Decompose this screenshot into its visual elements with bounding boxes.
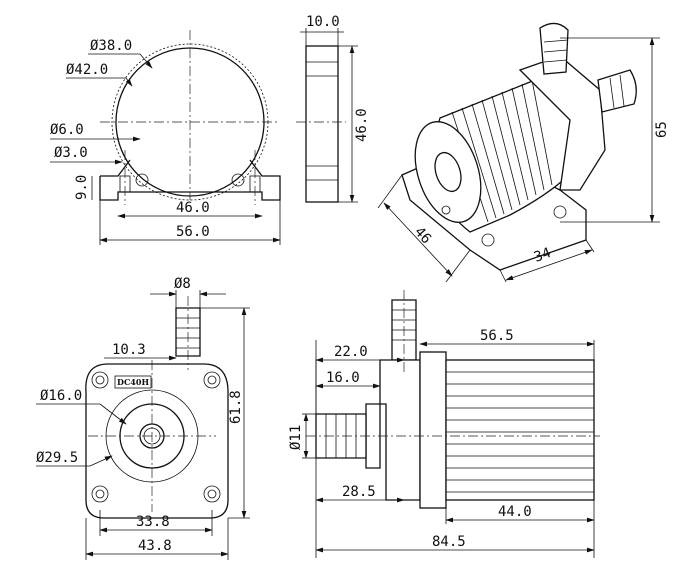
dim-length-34: 34 [532, 245, 553, 266]
dim-offset-10-3: 10.3 [112, 342, 146, 358]
dim-length-46: 46 [411, 224, 434, 247]
iso-inlet [434, 151, 462, 193]
dim-width-56: 56.0 [176, 224, 210, 240]
mount-hole-left [135, 173, 149, 187]
dim-dia-38: Ø38.0 [90, 38, 132, 54]
dim-height-65: 65 [654, 121, 670, 138]
iso-side-inlet [597, 69, 637, 113]
side-body [305, 45, 339, 203]
mount-hole-right [231, 173, 245, 187]
dim-dia-3: Ø3.0 [54, 145, 88, 161]
dim-dia-29-5: Ø29.5 [36, 450, 78, 466]
dim-width-46: 46.0 [176, 200, 210, 216]
dim-height-46: 46.0 [354, 108, 370, 142]
dim-length-16: 16.0 [326, 370, 360, 386]
dim-dia-8: Ø8 [174, 276, 191, 292]
dim-length-56-5: 56.5 [480, 328, 514, 344]
dim-dia-6: Ø6.0 [50, 122, 84, 138]
side-inlet-nozzle [315, 413, 367, 459]
dim-length-28-5: 28.5 [342, 484, 376, 500]
dim-length-84-5: 84.5 [432, 534, 466, 550]
dim-width-33-8: 33.8 [136, 514, 170, 530]
pump-front-body [85, 363, 229, 519]
fin-lines [446, 371, 594, 493]
mounting-base [99, 159, 281, 201]
side-view-bottom: 22.0 16.0 Ø11 56.5 28.5 44.0 84.5 [288, 290, 600, 558]
dim-height-9: 9.0 [74, 175, 90, 200]
dim-dia-11: Ø11 [288, 425, 304, 450]
side-motor-body [419, 351, 447, 509]
dim-dia-42: Ø42.0 [66, 62, 108, 78]
dim-length-44: 44.0 [498, 504, 532, 520]
dim-dia-16: Ø16.0 [40, 388, 82, 404]
side-motor-fins [445, 359, 595, 501]
dim-length-22: 22.0 [334, 344, 368, 360]
brand-label: DC40H [117, 377, 149, 387]
iso-top-outlet [539, 22, 569, 75]
front-view-top: Ø38.0 Ø42.0 Ø6.0 Ø3.0 9.0 46.0 56.0 [50, 30, 281, 245]
dim-width-43-8: 43.8 [138, 538, 172, 554]
dim-width-10: 10.0 [306, 14, 340, 30]
isometric-view: 65 46 34 [377, 22, 670, 283]
dim-height-61-8: 61.8 [228, 390, 244, 424]
side-view-top: 10.0 46.0 [296, 14, 370, 203]
side-pump-head [365, 359, 421, 501]
front-view-bottom: DC40H Ø8 10.3 Ø16.0 Ø29.5 61.8 33.8 43.8 [36, 276, 250, 560]
